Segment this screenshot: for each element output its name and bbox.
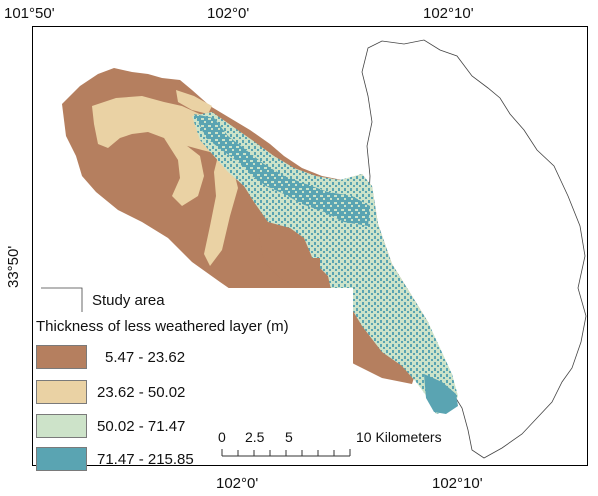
class-2-branch-2 [204,156,238,266]
legend-swatch-class-4 [36,447,87,471]
class-2-branch-1 [164,138,204,206]
map-canvas [32,26,588,466]
legend-label-class-2: 23.62 - 50.02 [97,384,186,401]
top-tick-102-10: 102°10' [423,5,474,22]
study-area-legend-symbol [41,287,83,312]
class-2-branch-3 [176,90,212,114]
bottom-tick-102-0: 102°0' [216,475,259,492]
class-3-region [192,112,458,414]
scale-tick-0: 0 [218,429,226,445]
left-tick-33-50: 33°50' [5,245,22,288]
map-frame [32,26,588,466]
scale-tick-5: 5 [285,429,293,445]
class-1-blocks [258,230,326,298]
legend-swatch-class-1 [36,345,87,369]
legend-label-class-1: 5.47 - 23.62 [105,349,186,366]
study-area-label: Study area [92,292,165,309]
legend-title: Thickness of less weathered layer (m) [36,318,289,335]
top-tick-102-0: 102°0' [207,5,250,22]
top-tick-101-50: 101°50' [4,5,55,22]
scale-tick-2-5: 2.5 [245,429,265,445]
class-4-region [194,114,370,226]
scale-end-label: 10 Kilometers [356,429,442,445]
legend-swatch-class-2 [36,380,87,404]
legend-panel [33,288,353,465]
legend-label-class-4: 71.47 - 215.85 [97,451,194,468]
class-4-outlet [424,374,458,414]
bottom-tick-102-10: 102°10' [432,475,483,492]
scale-bar [221,449,351,457]
legend-label-class-3: 50.02 - 71.47 [97,418,186,435]
legend-swatch-class-3 [36,414,87,438]
